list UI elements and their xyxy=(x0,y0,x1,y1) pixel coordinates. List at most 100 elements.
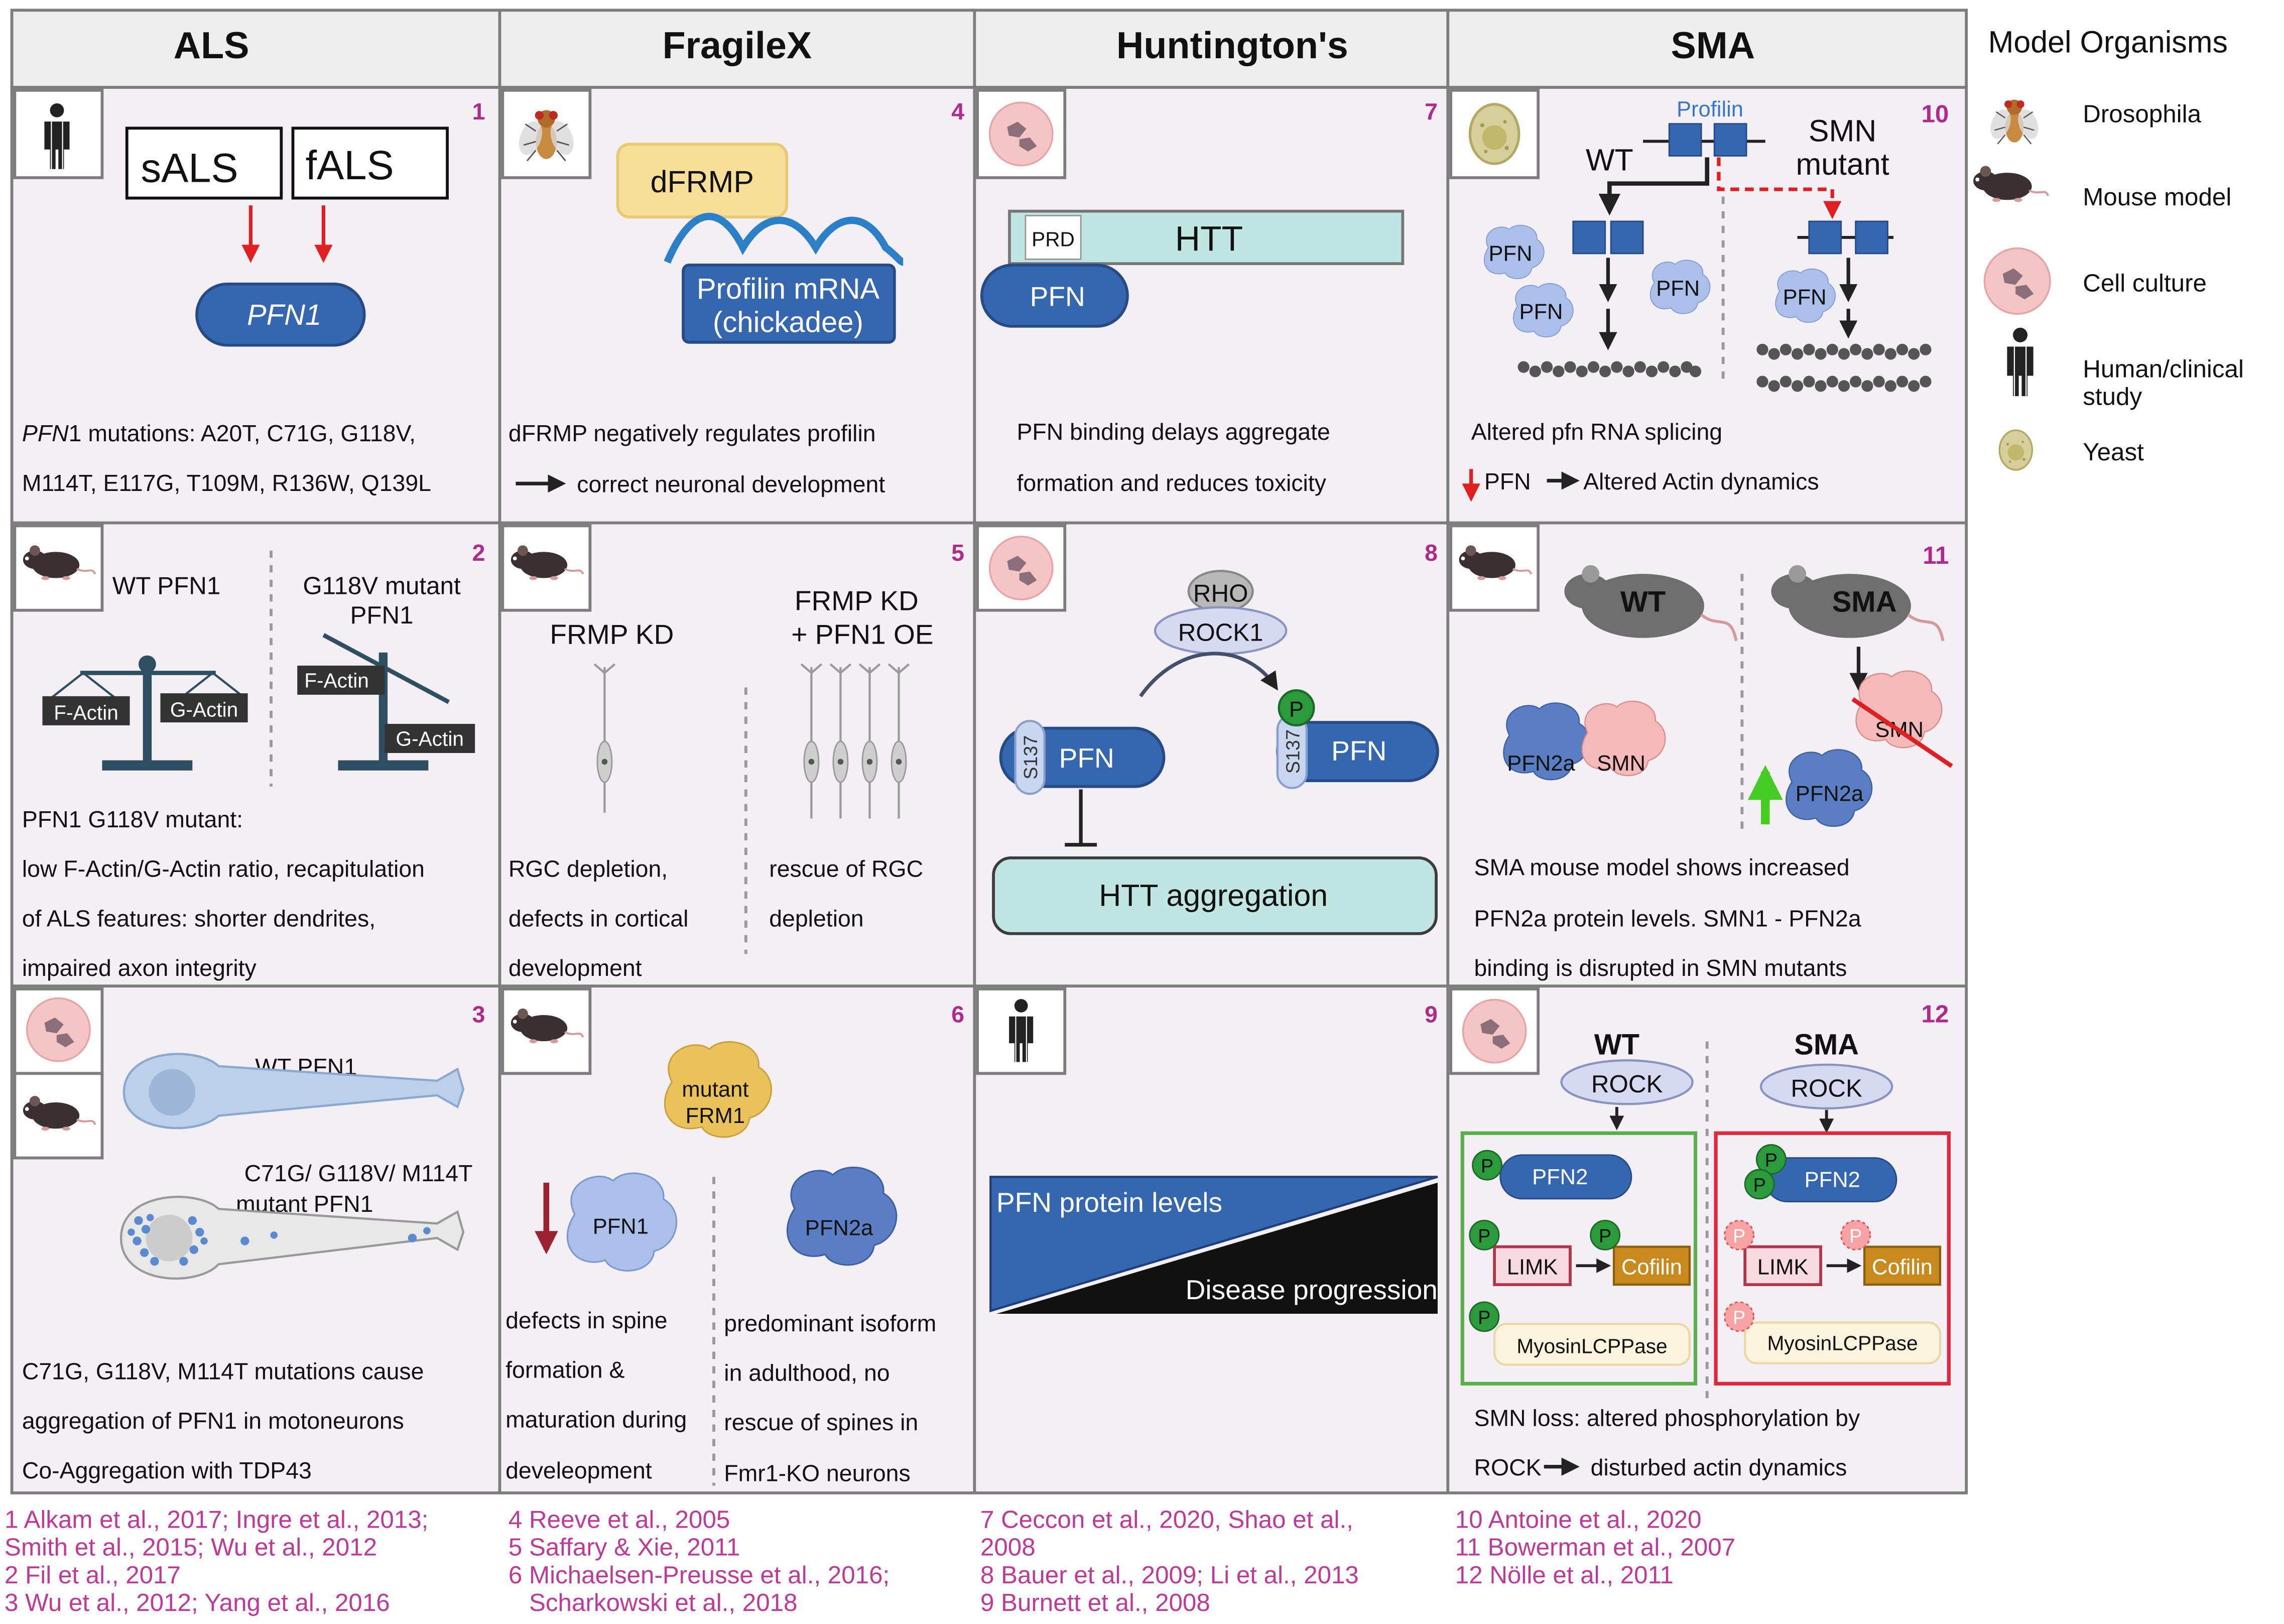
phosphate-badge xyxy=(1472,1150,1503,1181)
pfn-label-right: PFN xyxy=(1331,735,1386,767)
cell-culture-icon xyxy=(1462,998,1527,1064)
rock-label-wt: ROCK xyxy=(1591,1070,1663,1098)
phosphate-label: P xyxy=(1733,1225,1745,1246)
myosin-label-sma: MyosinLCPPase xyxy=(1767,1332,1918,1355)
mutations-line-1: PFN1 mutations: A20T, C71G, G118V, xyxy=(22,420,416,446)
mrna-label-1: Profilin mRNA xyxy=(697,273,880,305)
panel-6-right-text-4: Fmr1-KO neurons xyxy=(724,1460,910,1486)
mrna-box xyxy=(682,264,896,344)
panel-6-left-text-1: defects in spine xyxy=(505,1307,667,1333)
references: 1 Alkam et al., 2017; Ingre et al., 2013… xyxy=(5,1506,1735,1616)
panel-5-right-text-1: rescue of RGC xyxy=(769,856,923,882)
header-sma: SMA xyxy=(1671,24,1755,66)
smn-mutant-label-2: mutant xyxy=(1796,147,1889,181)
panel-3-text-2: aggregation of PFN1 in motoneurons xyxy=(22,1408,404,1434)
rescued-neurons-icon xyxy=(800,663,910,819)
cofilin-label-sma: Cofilin xyxy=(1872,1256,1933,1280)
panel-12-text-2: disturbed actin dynamics xyxy=(1591,1454,1847,1480)
ref-col2-line3: 6 Michaelsen-Preusse et al., 2016; xyxy=(509,1561,890,1589)
mrna-label-2: (chickadee) xyxy=(713,306,863,339)
factin-label: F-Actin xyxy=(54,701,118,724)
wt-label: WT xyxy=(1586,143,1633,177)
legend-label-drosophila: Drosophila xyxy=(2083,100,2201,128)
ref-col1-line3: 2 Fil et al., 2017 xyxy=(5,1561,181,1589)
header-als: ALS xyxy=(174,24,249,66)
myosin-box-wt xyxy=(1493,1323,1691,1366)
panel-2: 2 WT PFN1 G118V mutant PFN1 F-Actin G-Ac… xyxy=(13,524,485,981)
mutations-line-2: M114T, E117G, T109M, R136W, Q139L xyxy=(22,470,431,496)
rock-label-sma: ROCK xyxy=(1791,1075,1862,1102)
panel-number: 8 xyxy=(1425,540,1438,566)
legend-label-cell-culture: Cell culture xyxy=(2083,269,2207,297)
wt-splicing-arrow xyxy=(1598,157,1710,216)
panel-5-right-text-2: depletion xyxy=(769,905,863,931)
header-huntingtons: Huntington's xyxy=(1116,24,1348,66)
panel-5-left-text-1: RGC depletion, xyxy=(509,856,668,882)
pfn2a-label: PFN2a xyxy=(805,1216,873,1240)
dfrmp-label: dFRMP xyxy=(651,165,754,199)
panel-11: 11 WT SMA PFN2a SMN SMN PFN2a SMA mouse … xyxy=(1449,524,1953,981)
cofilin-box-wt xyxy=(1612,1245,1691,1286)
mrna-wave xyxy=(664,212,905,266)
phosphate-badge xyxy=(1278,689,1315,727)
prd-box xyxy=(1025,214,1082,260)
limk-box-wt xyxy=(1493,1245,1572,1286)
phosphate-badge xyxy=(1755,1144,1787,1175)
pfn2-label-sma: PFN2 xyxy=(1805,1168,1860,1192)
column-header-row: ALS FragileX Huntington's SMA xyxy=(10,9,1968,89)
fly-icon xyxy=(1986,99,2043,145)
wt-label: WT xyxy=(1620,586,1666,618)
pfn-label: PFN xyxy=(1656,277,1700,301)
pfn1-label: PFN1 xyxy=(593,1214,649,1238)
cell-culture-icon xyxy=(26,997,91,1062)
cofilin-label-wt: Cofilin xyxy=(1621,1256,1682,1280)
header-fragilex: FragileX xyxy=(663,24,812,66)
pfn-label: PFN xyxy=(1030,281,1085,312)
pfn-label-left: PFN xyxy=(1059,742,1114,774)
pfn-label: PFN xyxy=(1489,241,1533,266)
panel-5-left-text-3: development xyxy=(509,955,642,981)
limk-label-wt: LIMK xyxy=(1507,1256,1558,1280)
phosphorylation-arrow xyxy=(1139,652,1278,697)
rock-node-wt xyxy=(1560,1059,1694,1105)
phosphate-label: P xyxy=(1289,697,1304,721)
legend-label-human-2: study xyxy=(2083,383,2142,411)
sals-box xyxy=(125,127,283,200)
mouse-icon xyxy=(1973,166,2048,202)
phosphate-badge xyxy=(1469,1301,1500,1332)
panel-10-text-pfn: PFN xyxy=(1484,468,1531,494)
htt-label: HTT xyxy=(1175,219,1243,258)
cofilin-box-sma xyxy=(1863,1245,1942,1286)
phosphate-label: P xyxy=(1478,1307,1490,1328)
phosphate-badge-lost xyxy=(1724,1301,1755,1332)
gactin-label: G-Actin xyxy=(170,698,238,721)
panel-5-left-text-2: defects in cortical xyxy=(509,905,689,931)
panel-6-left-text-2: formation & xyxy=(505,1357,624,1383)
exon-box xyxy=(1572,220,1606,255)
panel-9: 9 PFN protein levels Disease progression xyxy=(976,987,1438,1314)
panel-10: 10 Profilin WT SMN mutant PFN PFN PFN PF… xyxy=(1449,88,1949,502)
phosphate-label: P xyxy=(1478,1225,1490,1246)
ref-col3-line3: 8 Bauer et al., 2009; Li et al., 2013 xyxy=(980,1561,1359,1589)
g118v-label-2: PFN1 xyxy=(350,601,413,629)
exon-box xyxy=(1808,220,1842,255)
panel-number: 6 xyxy=(951,1002,964,1028)
panel-11-text-3: binding is disrupted in SMN mutants xyxy=(1474,955,1847,981)
balanced-scale-icon xyxy=(42,655,248,771)
yeast-icon xyxy=(1999,430,2032,470)
mutant-label-2: FRM1 xyxy=(686,1104,745,1128)
panel-number: 5 xyxy=(951,540,964,566)
rock1-label: ROCK1 xyxy=(1178,619,1263,647)
legend-label-mouse: Mouse model xyxy=(2083,183,2231,211)
wt-mouse-illustration xyxy=(1564,565,1738,642)
sma-mouse-illustration xyxy=(1771,565,1945,642)
phosphate-badge xyxy=(1590,1219,1621,1251)
pfn-label: PFN xyxy=(1783,285,1827,309)
gactin-label-mutant: G-Actin xyxy=(396,727,464,750)
ref-col1-line4: 3 Wu et al., 2012; Yang et al., 2016 xyxy=(5,1589,390,1616)
panel-number: 4 xyxy=(951,98,964,124)
panel-11-text-2: PFN2a protein levels. SMN1 - PFN2a xyxy=(1474,905,1861,931)
panel-number: 2 xyxy=(472,540,485,566)
ref-col2-line2: 5 Saffary & Xie, 2011 xyxy=(509,1534,740,1561)
